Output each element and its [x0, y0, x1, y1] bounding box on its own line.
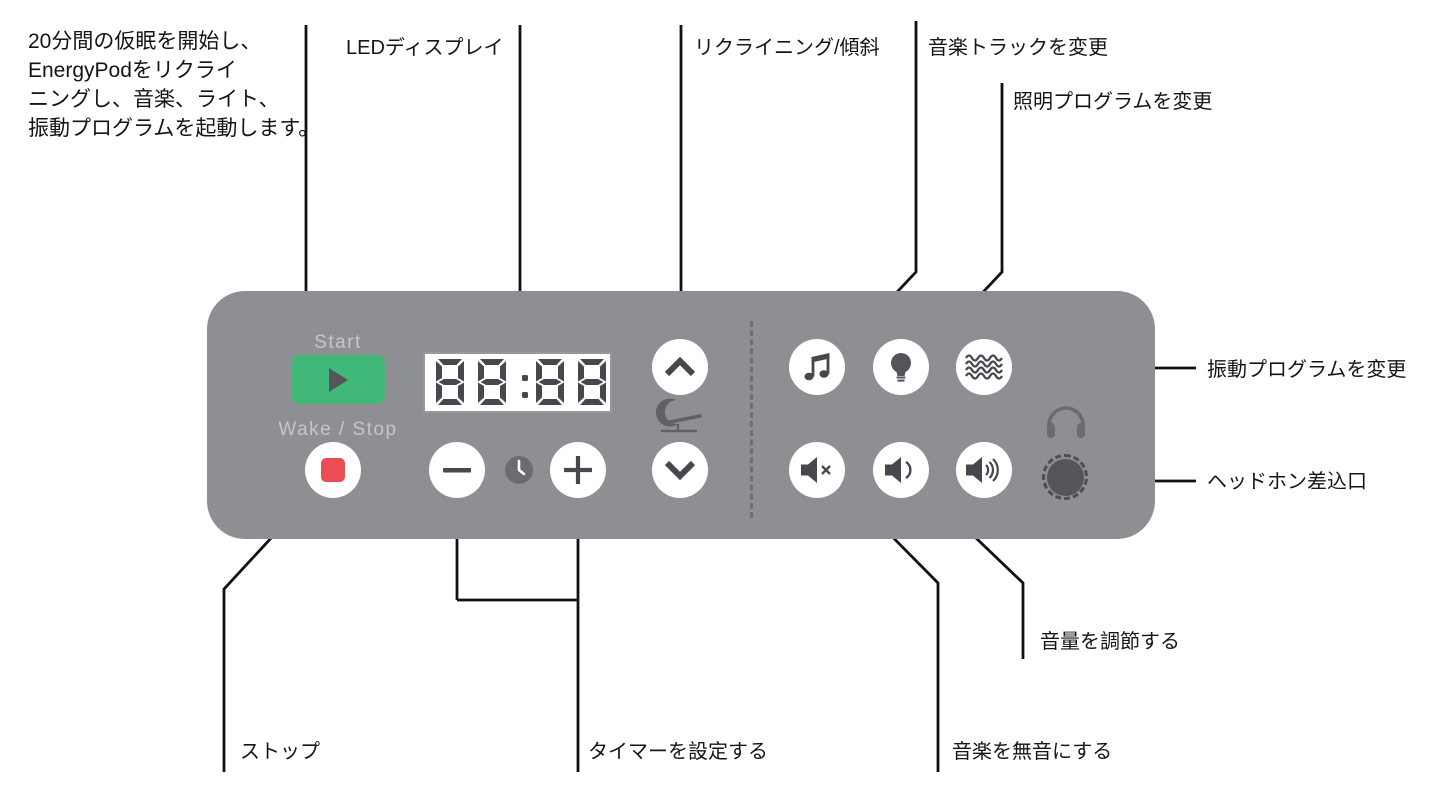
start-label: Start: [314, 332, 362, 353]
stop-square-icon: [321, 458, 345, 482]
recliner-icon: [656, 398, 702, 433]
seven-segment-readout: [436, 359, 606, 405]
speaker-mute-icon: [801, 457, 831, 483]
clock-icon: [505, 456, 533, 484]
label-recline-tilt: リクライニング/傾斜: [694, 37, 880, 59]
volume-down-button[interactable]: [873, 442, 929, 498]
label-led-display: LEDディスプレイ: [346, 37, 504, 59]
music-track-button[interactable]: [789, 339, 845, 395]
timer-minus-button[interactable]: [429, 442, 485, 498]
chevron-up-icon: [664, 357, 696, 377]
start-button[interactable]: [291, 355, 385, 404]
label-adjust-volume: 音量を調節する: [1040, 631, 1180, 653]
label-headphone-jack: ヘッドホン差込口: [1207, 471, 1367, 493]
label-stop: ストップ: [240, 741, 320, 763]
label-change-light-program: 照明プログラムを変更: [1013, 91, 1213, 113]
energypod-control-panel: Start Wake / Stop: [207, 291, 1155, 539]
wake-stop-label: Wake / Stop: [278, 419, 398, 440]
mute-button[interactable]: [789, 442, 845, 498]
speaker-high-icon: [966, 457, 999, 483]
volume-up-button[interactable]: [956, 442, 1012, 498]
recline-down-button[interactable]: [652, 442, 708, 498]
headphone-jack-hole: [1046, 458, 1084, 496]
chevron-down-icon: [664, 460, 696, 480]
light-program-button[interactable]: [873, 339, 929, 395]
headphone-jack-port: [1042, 454, 1088, 500]
vibration-waves-icon: [965, 354, 1003, 380]
led-display: [423, 352, 612, 413]
timer-plus-button[interactable]: [550, 442, 606, 498]
start-description-text: 20分間の仮眠を開始し、 EnergyPodをリクライ ニングし、音楽、ライト、…: [28, 30, 320, 140]
recline-up-button[interactable]: [652, 339, 708, 395]
wake-stop-button[interactable]: [305, 442, 361, 498]
label-mute-music: 音楽を無音にする: [952, 741, 1113, 763]
label-set-timer: タイマーを設定する: [588, 741, 768, 763]
panel-divider: [750, 321, 753, 518]
play-icon: [329, 367, 348, 392]
headphones-icon: [1047, 406, 1085, 438]
vibration-program-button[interactable]: [956, 339, 1012, 395]
label-change-vibration-program: 振動プログラムを変更: [1207, 359, 1407, 381]
light-bulb-icon: [891, 353, 911, 382]
music-note-icon: [804, 353, 830, 381]
minus-icon: [443, 468, 471, 473]
label-change-music-track: 音楽トラックを変更: [928, 37, 1108, 59]
plus-icon: [564, 456, 592, 484]
speaker-low-icon: [885, 457, 912, 483]
